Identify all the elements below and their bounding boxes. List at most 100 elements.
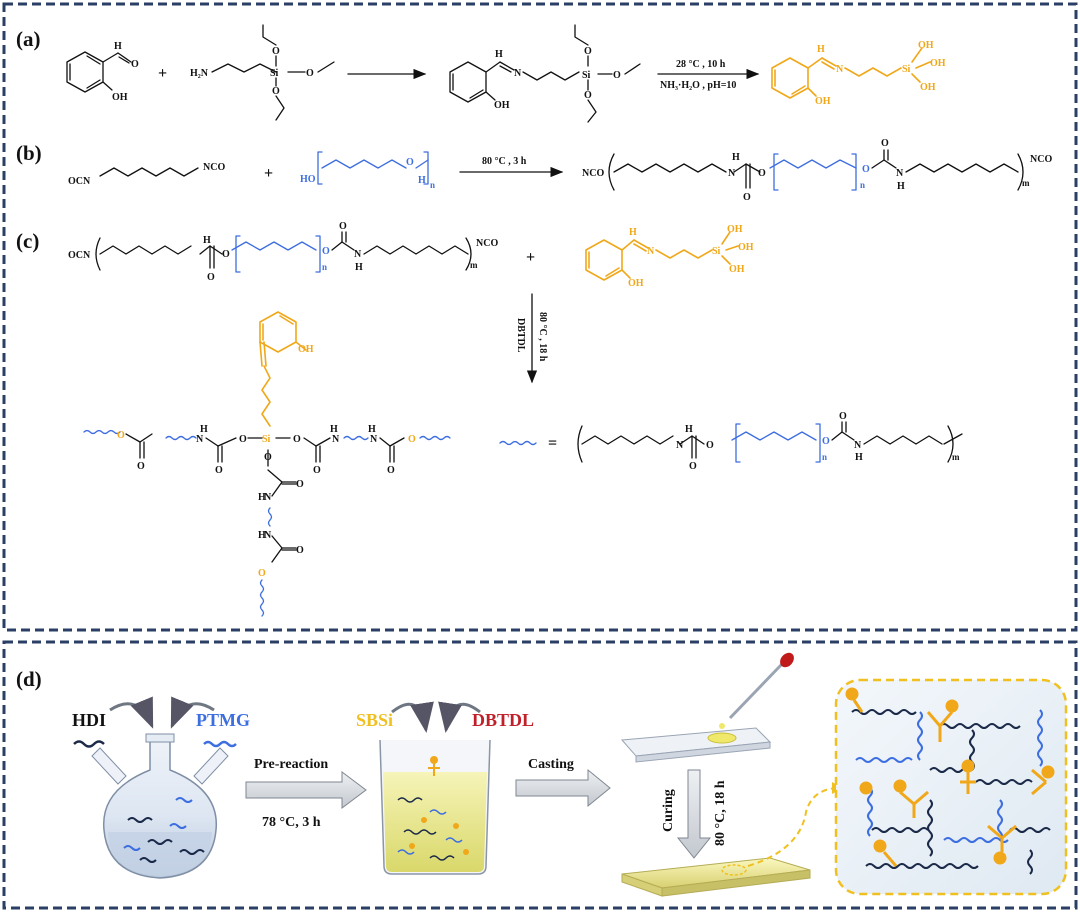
- cured-film-illustration: [621, 857, 811, 897]
- hdi-chain-icon: [73, 740, 105, 748]
- condition-c-catalyst: DBTDL: [515, 318, 526, 353]
- atom-h: H: [258, 492, 266, 503]
- atom-si: Si: [902, 64, 911, 75]
- dbtdl-label: DBTDL: [472, 710, 534, 730]
- atom-o: O: [296, 545, 304, 556]
- atom-ocn: OCN: [68, 250, 91, 261]
- atom-si: Si: [582, 70, 591, 81]
- atom-oh: OH: [112, 92, 128, 103]
- panel-label-a: (a): [16, 27, 41, 51]
- atom-h: H: [732, 152, 740, 163]
- atom-oh: OH: [298, 344, 314, 355]
- atom-oh: OH: [920, 82, 936, 93]
- flask-illustration: [91, 733, 229, 879]
- crosslinked-network-inset: [834, 678, 1068, 896]
- zoom-callout: [747, 787, 837, 867]
- atom-oh: OH: [918, 40, 934, 51]
- plus-sign: +: [264, 165, 273, 182]
- atom-n: N: [647, 246, 655, 257]
- atom-o: O: [296, 479, 304, 490]
- plus-sign: +: [526, 249, 535, 266]
- subscript-n: n: [822, 452, 827, 462]
- atom-n: N: [196, 434, 204, 445]
- curing-conditions: 80 °C, 18 h: [713, 780, 728, 846]
- atom-n: N: [514, 68, 522, 79]
- ptmg-structure: [317, 151, 429, 185]
- atom-n: N: [836, 64, 844, 75]
- atom-ho: HO: [300, 174, 316, 185]
- atom-n: N: [354, 249, 362, 260]
- atom-o: O: [758, 168, 766, 179]
- atom-nco: NCO: [1030, 154, 1052, 165]
- atom-h: H: [258, 530, 266, 541]
- atom-h: H: [114, 41, 122, 52]
- casting-arrow: [515, 768, 611, 808]
- atom-oh: OH: [738, 242, 754, 253]
- atom-o: O: [881, 138, 889, 149]
- atom-n: N: [676, 440, 684, 451]
- atom-h: H: [368, 424, 376, 435]
- condition-a-bottom: NH₃·H₂O , pH=10: [660, 80, 736, 91]
- atom-o: O: [839, 411, 847, 422]
- atom-oh: OH: [628, 278, 644, 289]
- atom-h: H: [855, 452, 863, 463]
- atom-oh: OH: [815, 96, 831, 107]
- pre-reaction-arrow: [245, 771, 367, 809]
- hdi-curved-arrow: [109, 696, 154, 729]
- atom-o: O: [743, 192, 751, 203]
- atom-oh: OH: [727, 224, 743, 235]
- aptes-structure: [211, 24, 335, 121]
- atom-o: O: [131, 59, 139, 70]
- ptmg-chain-icon: [203, 740, 237, 748]
- imine-silane-structure: [449, 24, 641, 123]
- atom-o: O: [215, 465, 223, 476]
- atom-o: O: [207, 272, 215, 283]
- atom-o: O: [239, 434, 247, 445]
- atom-o: O: [222, 249, 230, 260]
- atom-ocn: OCN: [68, 176, 91, 187]
- atom-h: H: [817, 44, 825, 55]
- atom-oh: OH: [930, 58, 946, 69]
- panel-label-d: (d): [16, 667, 42, 691]
- atom-h: H: [897, 181, 905, 192]
- casting-label: Casting: [528, 757, 574, 772]
- sbsi-structure: [771, 47, 931, 99]
- atom-nco: NCO: [476, 238, 498, 249]
- atom-si: Si: [270, 68, 279, 79]
- prepolymer-structure: [608, 149, 1024, 191]
- hdi-label: HDI: [72, 710, 106, 730]
- atom-n: N: [728, 168, 736, 179]
- sbsi-label: SBSi: [356, 710, 393, 730]
- atom-n: N: [370, 434, 378, 445]
- atom-o: O: [272, 46, 280, 57]
- condition-a-top: 28 °C , 10 h: [676, 59, 726, 70]
- atom-n: N: [896, 168, 904, 179]
- prepolymer-structure-c: [95, 231, 472, 273]
- ptmg-label: PTMG: [196, 710, 250, 730]
- atom-n: N: [264, 530, 272, 541]
- atom-n: N: [854, 440, 862, 451]
- atom-n: N: [332, 434, 340, 445]
- atom-o: O: [306, 68, 314, 79]
- atom-o: O: [689, 461, 697, 472]
- atom-o: O: [137, 461, 145, 472]
- atom-h: H: [203, 235, 211, 246]
- atom-h: H: [495, 49, 503, 60]
- subscript-n: n: [430, 180, 435, 190]
- atom-o: O: [258, 568, 266, 579]
- atom-n: N: [264, 492, 272, 503]
- beaker-illustration: [379, 739, 491, 875]
- equals-sign: =: [548, 435, 557, 452]
- atom-oh: OH: [729, 264, 745, 275]
- atom-o: O: [406, 157, 414, 168]
- atom-h: H: [685, 424, 693, 435]
- curing-arrow: [676, 769, 712, 859]
- subscript-m: m: [1022, 178, 1030, 188]
- atom-o: O: [293, 434, 301, 445]
- panel-label-c: (c): [16, 229, 39, 253]
- chain-symbol: [499, 440, 537, 446]
- repeat-unit-structure: [577, 421, 963, 463]
- atom-o: O: [322, 246, 330, 257]
- atom-o: O: [584, 90, 592, 101]
